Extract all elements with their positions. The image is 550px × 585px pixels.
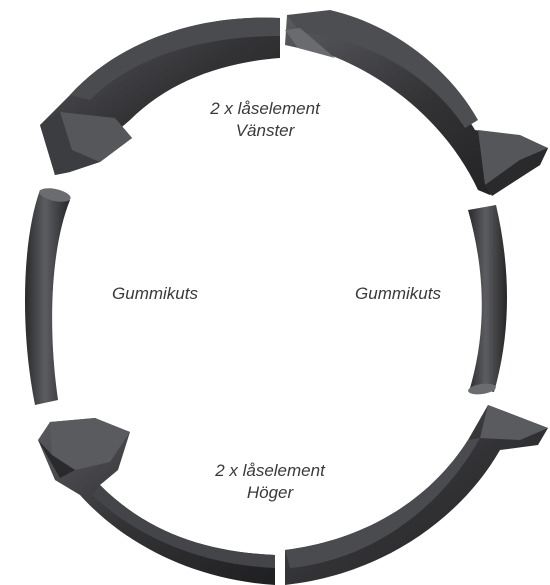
locking-element-bottom-right: [285, 405, 548, 585]
label-locking-right-line2: Höger: [246, 483, 294, 502]
label-locking-right-line1: 2 x låselement: [215, 461, 325, 480]
label-locking-left-line2: Vänster: [235, 121, 295, 140]
locking-element-top-left: [40, 17, 280, 176]
rubber-spacer-right: [468, 205, 507, 395]
label-locking-right: 2 x låselement Höger: [180, 460, 360, 504]
rubber-spacer-left: [24, 188, 71, 405]
locking-element-bottom-left: [38, 418, 275, 585]
label-rubber-right: Gummikuts: [355, 284, 441, 303]
label-rubber-left: Gummikuts: [112, 284, 198, 303]
label-locking-left-line1: 2 x låselement: [210, 99, 320, 118]
label-locking-left: 2 x låselement Vänster: [175, 98, 355, 142]
locking-element-top-right: [285, 10, 548, 196]
